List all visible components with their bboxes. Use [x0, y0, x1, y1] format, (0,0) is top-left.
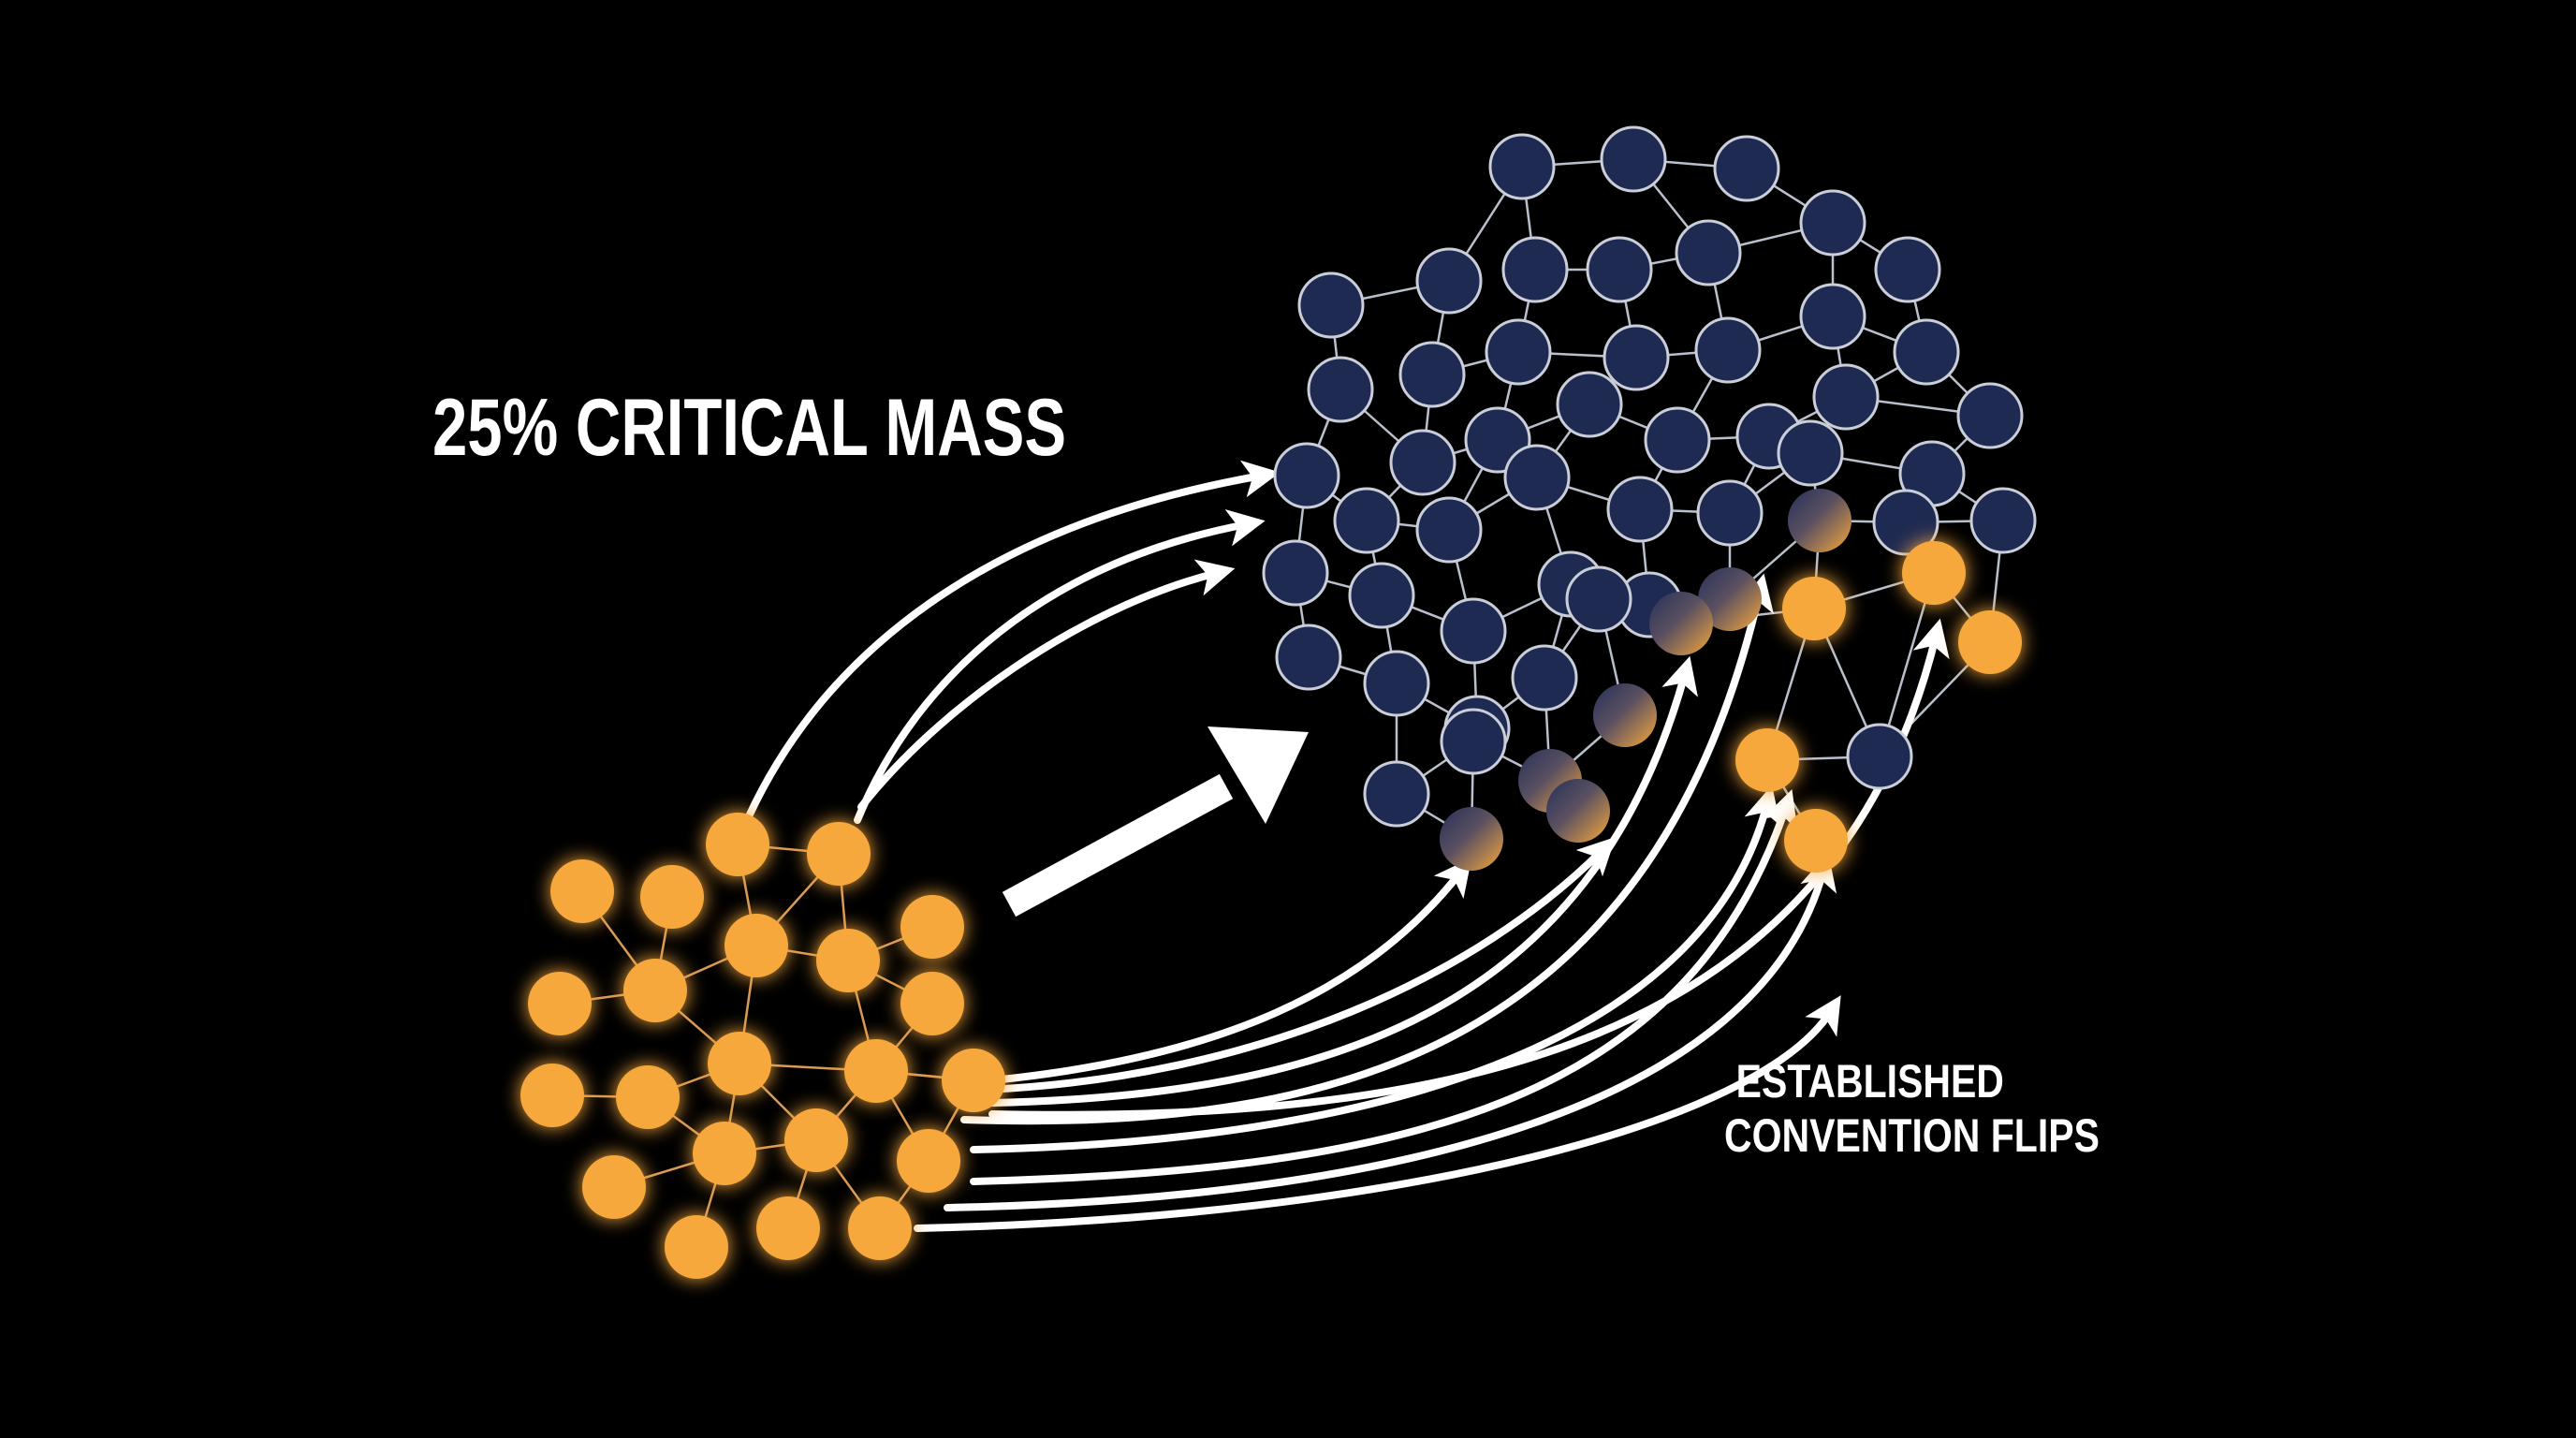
caption-line-2: CONVENTION FLIPS: [1724, 1109, 2100, 1162]
majority-node: [1565, 565, 1632, 633]
majority-node: [1956, 382, 2024, 449]
majority-node: [1586, 236, 1653, 303]
majority-node: [1348, 562, 1415, 629]
minority-node: [520, 1064, 584, 1127]
influence-arrow: [988, 618, 1950, 1119]
majority-node: [1874, 236, 1941, 303]
critical-mass-title: 25% CRITICAL MASS: [432, 383, 1067, 473]
minority-node: [900, 972, 964, 1035]
network-nodes: [520, 125, 2037, 1279]
big-arrow-head: [1208, 726, 1309, 824]
minority-node: [582, 1155, 646, 1219]
minority-node: [528, 972, 592, 1035]
influence-arrow: [988, 858, 1472, 1084]
majority-node: [1777, 419, 1844, 487]
influence-arrow: [914, 995, 1841, 1232]
majority-node: [1846, 723, 1913, 790]
majority-node: [1556, 371, 1623, 438]
majority-node: [1713, 135, 1780, 202]
caption-line-1: ESTABLISHED: [1735, 1055, 2004, 1108]
influence-arrow: [745, 460, 1281, 820]
majority-node: [1398, 341, 1466, 408]
majority-node: [1606, 476, 1674, 543]
flipping-node: [1593, 683, 1657, 747]
minority-node: [693, 1122, 756, 1185]
majority-node: [1501, 236, 1569, 303]
flipping-node: [1440, 807, 1503, 871]
flipping-node: [1788, 489, 1852, 552]
influence-arrow: [983, 836, 1617, 1093]
flipped-node: [1958, 610, 2022, 674]
majority-node: [1307, 356, 1374, 423]
majority-node: [1872, 489, 1939, 556]
influence-arrow: [854, 509, 1266, 824]
minority-node: [844, 1039, 908, 1103]
flipped-node: [1735, 728, 1799, 792]
majority-node: [1603, 324, 1670, 391]
minority-node: [623, 959, 687, 1022]
influence-arrow: [944, 852, 1837, 1211]
majority-node: [1273, 442, 1340, 509]
majority-node: [1333, 487, 1400, 554]
majority-node: [1485, 318, 1552, 386]
majority-node: [1415, 247, 1483, 315]
minority-node: [756, 1196, 820, 1260]
majority-node: [1363, 760, 1430, 828]
majority-node: [1893, 318, 1960, 386]
convention-flips-caption: ESTABLISHED CONVENTION FLIPS: [1724, 1054, 2100, 1163]
influence-arrow: [988, 655, 1698, 1107]
minority-node: [665, 1215, 728, 1279]
flipped-node: [1782, 577, 1846, 640]
majority-node: [1694, 316, 1762, 384]
majority-node: [1440, 597, 1507, 665]
minority-node: [784, 1108, 848, 1172]
majority-node: [1415, 496, 1483, 564]
majority-node: [1600, 125, 1667, 193]
flipping-node: [1698, 567, 1762, 631]
big-arrow-icon: [1002, 726, 1309, 917]
minority-node: [807, 822, 871, 886]
influence-arrow: [970, 789, 1798, 1185]
majority-node: [1262, 539, 1329, 607]
majority-node: [1511, 644, 1578, 712]
flipped-node: [1784, 809, 1848, 873]
majority-node: [1440, 708, 1507, 775]
minority-node: [942, 1049, 1005, 1112]
flipping-node: [1546, 779, 1610, 843]
majority-node: [1969, 487, 2037, 554]
majority-node: [1799, 283, 1866, 350]
majority-node: [1799, 189, 1866, 257]
majority-node: [1275, 624, 1342, 691]
minority-node: [706, 813, 769, 876]
influence-arrow: [857, 559, 1236, 811]
majority-node: [1644, 406, 1711, 474]
minority-node: [900, 895, 964, 959]
minority-node: [708, 1032, 771, 1095]
flipped-node: [1902, 541, 1966, 605]
minority-node: [897, 1129, 960, 1193]
minority-node: [640, 865, 704, 929]
majority-node: [1297, 271, 1365, 339]
majority-node: [1389, 429, 1456, 496]
big-arrow-shaft: [1002, 773, 1234, 917]
majority-node: [1363, 650, 1430, 717]
majority-node: [1675, 219, 1742, 286]
majority-node: [1503, 444, 1571, 511]
minority-node: [816, 929, 880, 992]
majority-node: [1696, 479, 1764, 547]
majority-node: [1488, 133, 1556, 200]
minority-node: [550, 859, 614, 923]
majority-node: [1812, 363, 1880, 431]
influence-arrows: [745, 460, 1950, 1232]
minority-node: [724, 914, 788, 977]
minority-node: [848, 1196, 912, 1260]
minority-node: [616, 1065, 680, 1129]
flipping-node: [1649, 592, 1713, 655]
